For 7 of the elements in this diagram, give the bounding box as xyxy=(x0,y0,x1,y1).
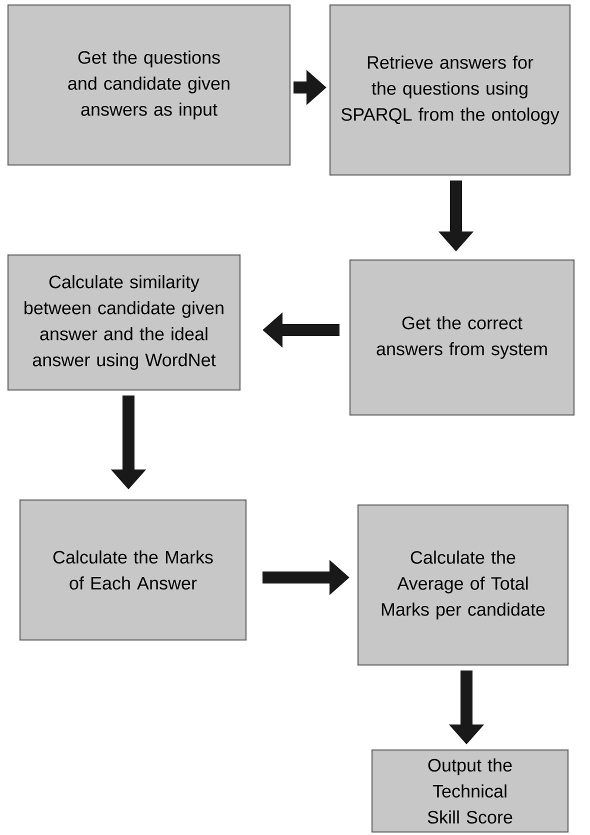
process-box: Calculate the Average of Total Marks per candidate xyxy=(358,504,568,666)
process-box: Calculate similarity between candidate given answer and the ideal answer using WordNet xyxy=(8,254,240,390)
process-box: Retrieve answers for the questions using SPARQL from the ontology xyxy=(330,4,570,176)
process-box: Get the questions and candidate given answers as input xyxy=(8,4,290,166)
process-box: Calculate the Marks of Each Answer xyxy=(20,500,246,640)
process-box: Get the correct answers from system xyxy=(350,260,574,416)
process-box: Output the Technical Skill Score xyxy=(372,750,568,832)
